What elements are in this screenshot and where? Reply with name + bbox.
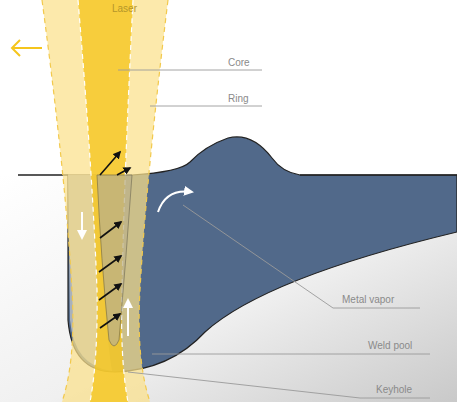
- leader-lines: [118, 70, 430, 398]
- ring-dash: [42, 0, 168, 402]
- core-dash: [78, 0, 133, 402]
- travel-arrow: [12, 40, 42, 56]
- pool-label: Weld pool: [368, 340, 412, 352]
- keyhole-label: Keyhole: [376, 384, 412, 396]
- laser-ring: [42, 0, 168, 402]
- vapor-arrows: [99, 152, 130, 328]
- core-label: Core: [228, 57, 250, 69]
- flow-arrows: [82, 191, 192, 336]
- laser-label: Laser: [112, 3, 137, 15]
- ring-label: Ring: [228, 93, 249, 105]
- vapor-label: Metal vapor: [342, 294, 394, 306]
- keyhole: [97, 175, 132, 346]
- laser-core: [78, 0, 133, 402]
